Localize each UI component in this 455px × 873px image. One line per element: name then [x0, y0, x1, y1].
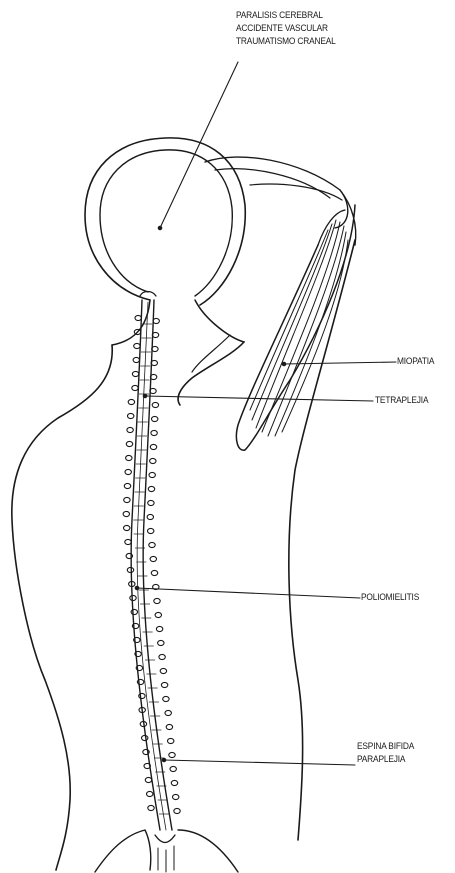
neck-right: [195, 300, 244, 342]
vertebra-right-bump: [168, 738, 174, 743]
vertebra-left-bump: [131, 609, 137, 614]
muscle-fibers: [250, 220, 348, 436]
vertebra-left-bump: [147, 791, 153, 796]
leader-line-brain: [160, 62, 238, 228]
head-inner-outline: [100, 150, 232, 296]
vertebra-right-bump: [153, 318, 159, 323]
vertebra-right-bump: [154, 598, 160, 603]
vertebra-right-bump: [174, 808, 180, 813]
forearm-outline: [340, 190, 356, 245]
vertebra-left-bump: [145, 777, 151, 782]
vertebra-right-bump: [150, 444, 156, 449]
leader-dot-miopatia: [282, 362, 286, 366]
label-tetraplejia: TETRAPLEJIA: [375, 394, 428, 407]
vertebra-left-bump: [134, 343, 140, 348]
vertebra-left-bump: [125, 539, 131, 544]
vertebra-right-bump: [165, 710, 171, 715]
pelvis-right: [178, 830, 238, 872]
leader-dot-espina: [162, 758, 166, 762]
vertebra-right-bump: [156, 626, 162, 631]
leader-line-poliomielitis: [137, 588, 360, 598]
vertebra-right-bump: [161, 682, 167, 687]
vertebra-left-bump: [123, 511, 129, 516]
vertebra-right-bump: [173, 794, 179, 799]
vertebra-right-bump: [158, 640, 164, 645]
left-shoulder-back: [12, 345, 112, 870]
vertebra-left-bump: [127, 567, 133, 572]
head-outer-outline: [85, 138, 245, 305]
vertebra-right-bump: [152, 416, 158, 421]
label-paraplejia: PARAPLEJIA: [357, 753, 414, 766]
sacrum-lines: [158, 846, 174, 872]
vertebra-left-bump: [133, 357, 139, 362]
vertebra-left-bump: [128, 399, 134, 404]
label-lumbar-conditions: ESPINA BIFIDA PARAPLEJIA: [357, 740, 414, 766]
vertebra-right-bump: [150, 556, 156, 561]
vertebra-right-bump: [149, 472, 155, 477]
vertebra-right-bump: [149, 542, 155, 547]
vertebra-right-bump: [150, 458, 156, 463]
leader-dot-brain: [158, 226, 162, 230]
vertebra-left-bump: [127, 427, 133, 432]
vertebra-right-bump: [151, 570, 157, 575]
vertebra-right-bump: [152, 402, 158, 407]
vertebra-left-bump: [126, 441, 132, 446]
vertebra-right-bump: [169, 752, 175, 757]
sacrum: [155, 835, 175, 843]
vertebra-left-bump: [126, 455, 132, 460]
vertebra-left-bump: [128, 413, 134, 418]
label-poliomielitis: POLIOMIELITIS: [361, 591, 419, 604]
vertebra-right-bump: [160, 668, 166, 673]
vertebra-left-bump: [148, 805, 154, 810]
label-espina-bifida: ESPINA BIFIDA: [357, 740, 414, 753]
vertebra-right-bump: [155, 612, 161, 617]
label-miopatia: MIOPATIA: [397, 355, 434, 368]
vertebra-right-bump: [148, 528, 154, 533]
vertebra-right-bump: [170, 766, 176, 771]
label-paralisis-cerebral: PARALISIS CEREBRAL: [236, 9, 336, 22]
vertebra-right-bump: [166, 724, 172, 729]
vertebra-left-bump: [132, 385, 138, 390]
label-traumatismo-craneal: TRAUMATISMO CRANEAL: [236, 35, 336, 48]
leader-dot-tetraplejia: [143, 394, 147, 398]
label-brain-conditions: PARALISIS CEREBRAL ACCIDENTE VASCULAR TR…: [236, 9, 336, 48]
vertebra-left-bump: [124, 483, 130, 488]
vertebra-right-bump: [171, 780, 177, 785]
vertebra-left-bump: [132, 371, 138, 376]
forearm-top: [250, 184, 342, 200]
vertebra-right-bump: [163, 696, 169, 701]
vertebra-right-bump: [147, 514, 153, 519]
pelvis-left: [95, 830, 151, 872]
vertebra-left-bump: [125, 469, 131, 474]
vertebra-left-bump: [139, 693, 145, 698]
spinal-cord-center: [137, 302, 166, 830]
right-shoulder: [178, 342, 244, 405]
vertebra-left-bump: [142, 735, 148, 740]
vertebra-right-bump: [148, 500, 154, 505]
vertebra-left-bump: [124, 525, 130, 530]
right-back-outline: [289, 240, 355, 840]
leader-line-espina: [164, 760, 355, 765]
vertebra-right-bump: [151, 430, 157, 435]
vertebra-right-bump: [159, 654, 165, 659]
vertebra-right-bump: [148, 486, 154, 491]
vertebra-left-bump: [124, 497, 130, 502]
leader-line-tetraplejia: [145, 396, 373, 401]
vertebra-left-bump: [135, 315, 141, 320]
label-accidente-vascular: ACCIDENTE VASCULAR: [236, 22, 336, 35]
leader-dot-poliomielitis: [135, 586, 139, 590]
